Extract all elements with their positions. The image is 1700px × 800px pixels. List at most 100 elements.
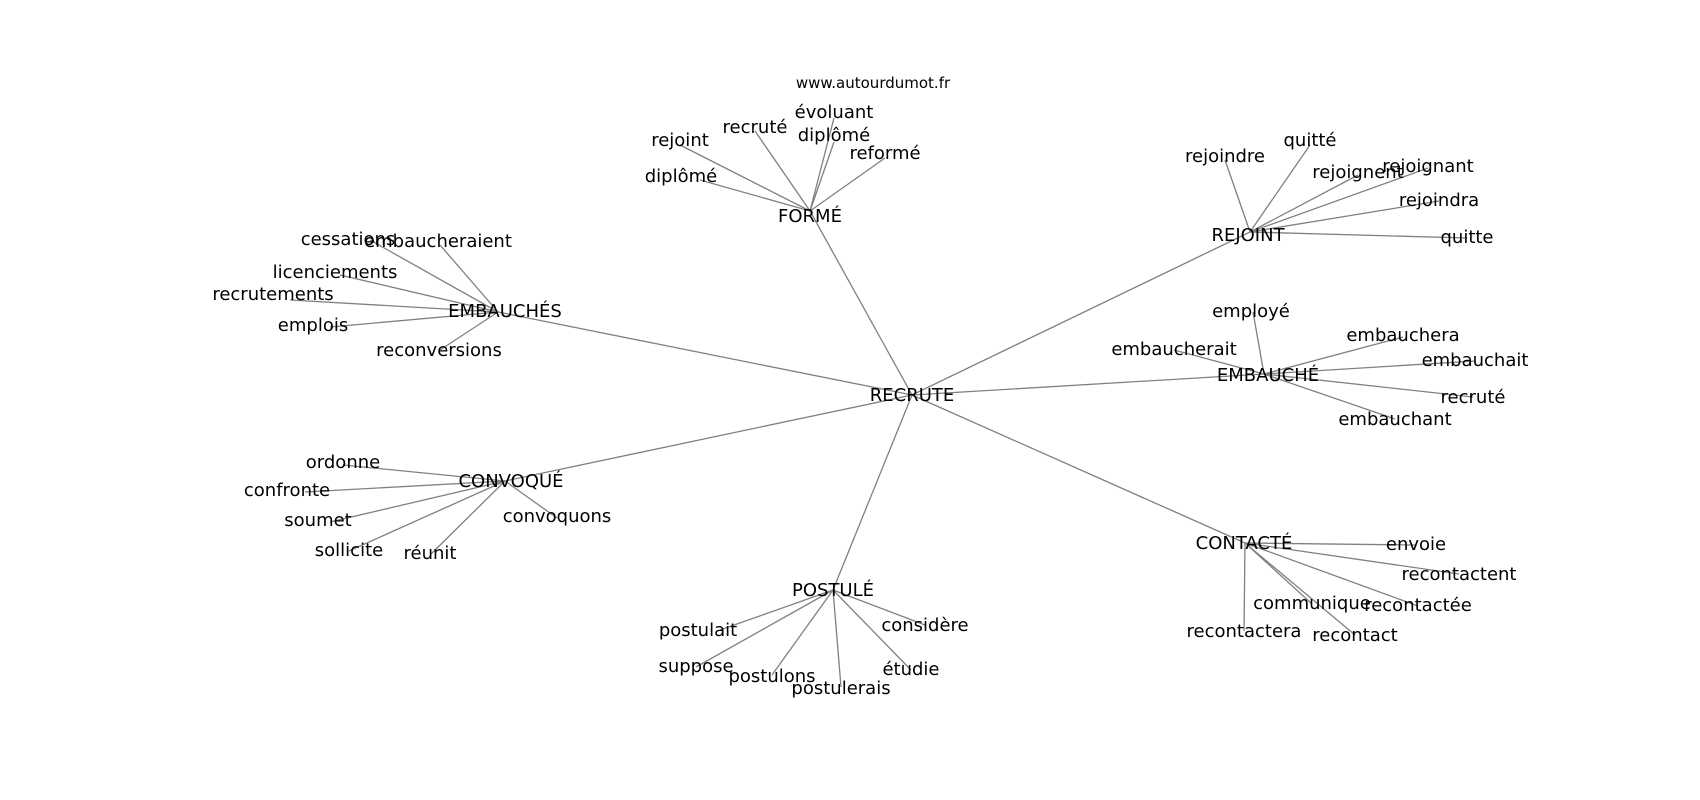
leaf-node-reunit: réunit bbox=[404, 543, 457, 564]
label-layer: www.autourdumot.fr RECRUTE FORMÉ rejoint r… bbox=[212, 74, 1528, 699]
leaf-node-rejoint: rejoint bbox=[651, 130, 709, 151]
leaf-node-convoquons: convoquons bbox=[503, 506, 612, 527]
edge-convoque-reunit bbox=[429, 480, 506, 556]
hub-node-convoque: CONVOQUÉ bbox=[458, 470, 563, 492]
leaf-node-soumet: soumet bbox=[284, 510, 351, 531]
edge-embauche-embaucherait bbox=[1173, 349, 1265, 375]
edge-convoque-sollicite bbox=[348, 480, 506, 552]
edge-center-contacte bbox=[911, 394, 1246, 544]
edge-embauches-emplois bbox=[329, 311, 499, 328]
edge-forme-reforme bbox=[809, 157, 886, 212]
edge-convoque-ordonne bbox=[342, 464, 506, 482]
edge-rejoint-rejoignent bbox=[1249, 174, 1359, 233]
leaf-node-recontactee: recontactée bbox=[1364, 595, 1472, 616]
edge-contacte-recontactee bbox=[1244, 542, 1419, 607]
leaf-node-reforme: reformé bbox=[849, 143, 920, 164]
leaf-node-recrutements: recrutements bbox=[212, 284, 333, 305]
leaf-node-cessations: cessations bbox=[301, 229, 396, 250]
leaf-node-diplome: diplômé bbox=[645, 166, 717, 187]
edge-convoque-confronte bbox=[304, 480, 506, 493]
hub-node-embauche: EMBAUCHÉ bbox=[1217, 364, 1319, 386]
leaf-node-considere: considère bbox=[881, 615, 968, 636]
leaf-node-communique: communique bbox=[1253, 593, 1371, 614]
edge-postule-postulerais bbox=[832, 589, 842, 688]
edge-rejoint-rejoindre bbox=[1224, 159, 1251, 233]
edge-center-embauches bbox=[497, 311, 913, 396]
leaf-node-postulerais: postulerais bbox=[791, 678, 890, 699]
leaf-node-embauchait: embauchait bbox=[1422, 350, 1529, 371]
edge-forme-diplome bbox=[699, 179, 811, 212]
leaf-node-licenciements: licenciements bbox=[273, 262, 398, 283]
edge-embauches-reconversions bbox=[439, 311, 499, 351]
edge-embauche-embauchant bbox=[1263, 373, 1396, 420]
edge-postule-suppose bbox=[695, 589, 834, 668]
edge-center-embauche bbox=[911, 373, 1265, 396]
leaf-node-emplois: emplois bbox=[278, 315, 348, 336]
edge-rejoint-rejoignant bbox=[1249, 167, 1429, 233]
leaf-node-rejoindra: rejoindra bbox=[1399, 190, 1479, 211]
leaf-node-embauchera: embauchera bbox=[1346, 325, 1459, 346]
leaf-node-recontact: recontact bbox=[1312, 625, 1397, 646]
edge-embauches-embaucheraient bbox=[439, 244, 499, 313]
edge-embauche-recrute bbox=[1263, 373, 1474, 398]
edge-postule-postulait bbox=[719, 589, 834, 631]
leaf-node-recrute: recruté bbox=[1441, 387, 1506, 408]
edge-contacte-recontactent bbox=[1244, 542, 1460, 575]
leaf-node-confronte: confronte bbox=[244, 480, 330, 501]
leaf-node-quitte: quitte bbox=[1440, 227, 1493, 248]
edge-contacte-envoie bbox=[1244, 542, 1417, 546]
leaf-node-evoluant: évoluant bbox=[795, 102, 874, 123]
leaf-node-embaucherait: embaucherait bbox=[1111, 339, 1236, 360]
edge-contacte-recontact bbox=[1244, 542, 1356, 636]
leaf-node-recontactent: recontactent bbox=[1402, 564, 1517, 585]
leaf-node-rejoignant: rejoignant bbox=[1382, 156, 1473, 177]
edge-forme-rejoint bbox=[679, 144, 811, 212]
hub-node-forme: FORMÉ bbox=[778, 205, 842, 227]
leaf-node-recontactera: recontactera bbox=[1187, 621, 1302, 642]
edge-convoque-soumet bbox=[329, 480, 506, 523]
leaf-node-rejoignent: rejoignent bbox=[1312, 162, 1403, 183]
center-node-label: RECRUTE bbox=[870, 385, 955, 406]
edge-embauches-licenciements bbox=[339, 274, 499, 313]
edge-forme-evoluant bbox=[809, 117, 835, 212]
hub-node-embauches: EMBAUCHÉS bbox=[448, 300, 562, 322]
leaf-node-postulait: postulait bbox=[659, 620, 737, 641]
source-watermark: www.autourdumot.fr bbox=[796, 74, 951, 92]
leaf-node-suppose: suppose bbox=[658, 656, 733, 677]
leaf-node-envoie: envoie bbox=[1386, 534, 1446, 555]
edge-rejoint-quitte bbox=[1249, 231, 1468, 239]
leaf-node-etudie: étudie bbox=[882, 659, 939, 680]
leaf-node-embaucheraient: embaucheraient bbox=[364, 231, 512, 252]
leaf-node-sollicite: sollicite bbox=[315, 540, 383, 561]
leaf-node-rejoindre: rejoindre bbox=[1185, 146, 1265, 167]
edge-contacte-recontactera bbox=[1243, 542, 1246, 632]
edge-layer bbox=[289, 117, 1476, 688]
edge-embauche-employe bbox=[1252, 311, 1265, 375]
leaf-node-diplome: diplômé bbox=[798, 125, 870, 146]
edge-embauches-recrutements bbox=[289, 299, 499, 313]
edge-rejoint-rejoindra bbox=[1249, 200, 1440, 233]
hub-node-postule: POSTULÉ bbox=[792, 579, 874, 601]
leaf-node-embauchant: embauchant bbox=[1338, 409, 1451, 430]
edge-embauche-embauchera bbox=[1263, 336, 1404, 375]
leaf-node-ordonne: ordonne bbox=[306, 452, 380, 473]
edge-postule-postulons bbox=[771, 589, 834, 676]
edge-center-forme bbox=[809, 210, 913, 396]
hub-node-rejoint: REJOINT bbox=[1211, 225, 1285, 246]
edge-center-convoque bbox=[504, 394, 913, 482]
leaf-node-postulons: postulons bbox=[728, 666, 815, 687]
leaf-node-quitte: quitté bbox=[1283, 130, 1336, 151]
leaf-node-recrute: recruté bbox=[723, 117, 788, 138]
edge-convoque-convoquons bbox=[504, 480, 558, 519]
edge-embauches-cessations bbox=[369, 239, 499, 313]
edge-center-rejoint bbox=[911, 231, 1251, 396]
hub-node-contacte: CONTACTÉ bbox=[1196, 532, 1293, 554]
edge-embauche-embauchait bbox=[1263, 360, 1476, 375]
edge-postule-etudie bbox=[832, 589, 912, 671]
edge-postule-considere bbox=[832, 589, 926, 626]
edge-rejoint-quitte bbox=[1249, 144, 1311, 233]
leaf-node-reconversions: reconversions bbox=[376, 340, 502, 361]
edge-forme-recrute bbox=[754, 130, 811, 212]
leaf-node-employe: employé bbox=[1212, 301, 1290, 322]
